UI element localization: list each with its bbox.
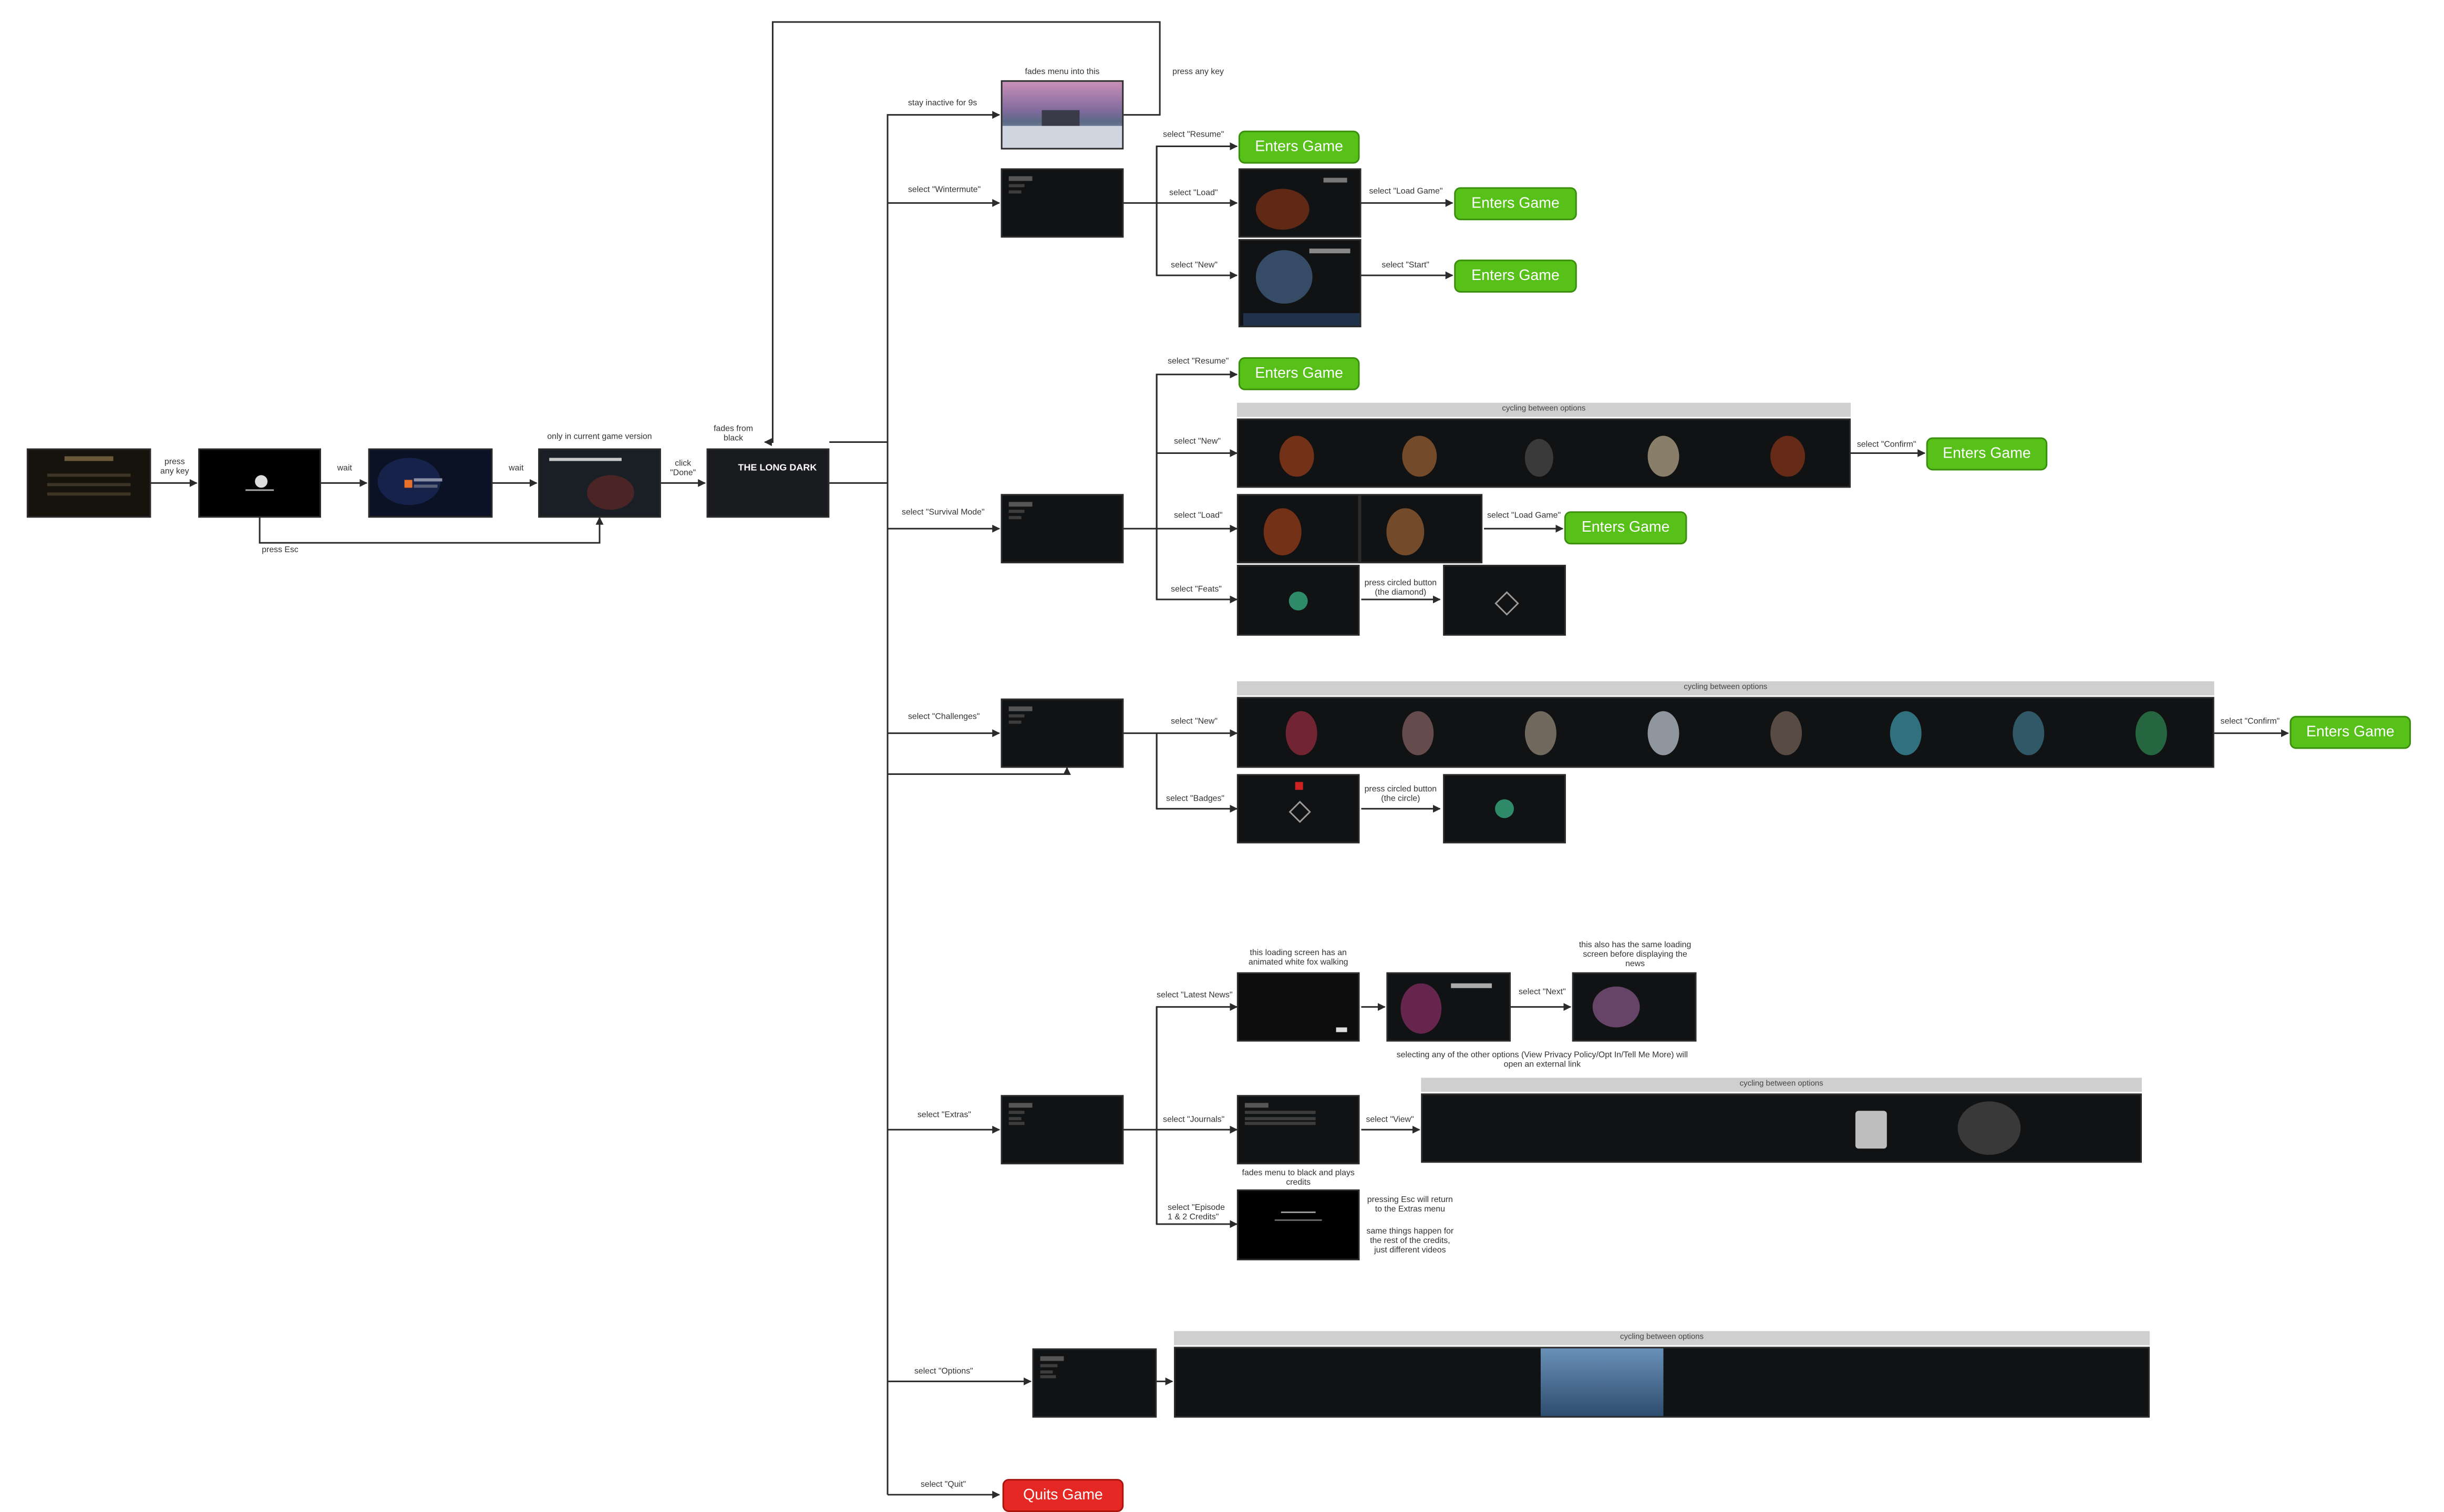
label-press-esc: press Esc xyxy=(262,546,298,556)
cycling-band-survival: cycling between options xyxy=(1236,402,1851,417)
label-s-confirm: select "Confirm" xyxy=(1857,440,1916,450)
result-enters-game-c-new: Enters Game xyxy=(2290,716,2411,749)
result-enters-game-w-load: Enters Game xyxy=(1454,187,1577,221)
label-c-new: select "New" xyxy=(1171,717,1218,727)
label-e-credits-fade: fades menu to black and plays credits xyxy=(1242,1169,1355,1188)
label-select-options: select "Options" xyxy=(914,1367,973,1377)
screenshot-e-news-2 xyxy=(1572,972,1697,1042)
label-s-load-game: select "Load Game" xyxy=(1487,511,1561,521)
label-only-current-version: only in current game version xyxy=(547,432,652,442)
label-e-same-things: same things happen for the rest of the c… xyxy=(1366,1227,1454,1256)
screenshot-e-journals-strip xyxy=(1421,1093,2142,1163)
label-press-any-key: press any key xyxy=(160,458,189,477)
label-e-view: select "View" xyxy=(1366,1115,1414,1125)
label-fades-menu-into-this: fades menu into this xyxy=(1025,67,1100,77)
label-c-badges: select "Badges" xyxy=(1166,794,1225,804)
label-select-extras: select "Extras" xyxy=(917,1111,972,1121)
screenshot-s-feats xyxy=(1236,565,1360,636)
label-select-challenges: select "Challenges" xyxy=(908,712,980,722)
label-s-new: select "New" xyxy=(1174,437,1221,447)
screenshot-wintermute-menu xyxy=(1001,168,1124,238)
line-main-trunk xyxy=(829,441,889,1495)
label-wait-2: wait xyxy=(509,464,524,474)
label-stay-inactive: stay inactive for 9s xyxy=(908,99,977,109)
label-select-quit: select "Quit" xyxy=(920,1480,966,1490)
cycling-band-options: cycling between options xyxy=(1174,1331,2150,1345)
screenshot-e-journals xyxy=(1236,1095,1360,1165)
label-e-latest-news: select "Latest News" xyxy=(1157,991,1233,1001)
screenshot-o-strip xyxy=(1174,1347,2150,1418)
result-enters-game-s-new: Enters Game xyxy=(1926,437,2048,471)
screenshot-s-load xyxy=(1236,494,1360,564)
label-fades-from-black: fades from black xyxy=(714,424,754,444)
label-s-resume: select "Resume" xyxy=(1168,357,1229,367)
screenshot-e-news-1 xyxy=(1386,972,1511,1042)
label-s-load: select "Load" xyxy=(1174,511,1223,521)
label-e-esc-return: pressing Esc will return to the Extras m… xyxy=(1367,1196,1453,1215)
screenshot-options-menu xyxy=(1032,1348,1157,1418)
result-enters-game-s-resume: Enters Game xyxy=(1238,357,1360,390)
result-enters-game-w-resume: Enters Game xyxy=(1238,130,1360,164)
screenshot-s-feats-detail xyxy=(1443,565,1566,636)
screenshot-e-loading xyxy=(1236,972,1360,1042)
screenshot-c-new-strip xyxy=(1236,697,2214,768)
screenshot-s-load-2 xyxy=(1359,494,1483,564)
label-click-done: click "Done" xyxy=(670,459,696,479)
screenshot-c-badges xyxy=(1236,774,1360,844)
label-select-wintermute: select "Wintermute" xyxy=(908,185,981,195)
label-wait-1: wait xyxy=(337,464,352,474)
label-e-same-loading: this also has the same loading screen be… xyxy=(1579,940,1692,970)
label-idle-press-any-key: press any key xyxy=(1172,67,1224,77)
screenshot-w-new xyxy=(1238,239,1362,327)
label-w-start: select "Start" xyxy=(1381,261,1430,271)
label-w-new: select "New" xyxy=(1171,261,1218,271)
arrow-esc-skip xyxy=(259,516,604,544)
screenshot-rating xyxy=(368,448,493,518)
label-e-next: select "Next" xyxy=(1518,988,1566,998)
screenshot-idle-scene xyxy=(1001,80,1124,150)
result-enters-game-s-load: Enters Game xyxy=(1564,511,1687,545)
label-e-other-options: selecting any of the other options (View… xyxy=(1396,1051,1688,1070)
arrow-challenges-back xyxy=(888,767,1071,775)
label-c-press-circled: press circled button (the circle) xyxy=(1364,785,1437,804)
screenshot-intro-warning xyxy=(26,448,151,518)
label-e-credits: select "Episode 1 & 2 Credits" xyxy=(1168,1204,1225,1223)
screenshot-update-notice xyxy=(538,448,661,518)
screenshot-extras-menu xyxy=(1001,1095,1124,1165)
screenshot-s-new-strip xyxy=(1236,418,1851,488)
screenshot-survival-menu xyxy=(1001,494,1124,564)
label-select-survival: select "Survival Mode" xyxy=(902,508,985,518)
screenshot-c-badges-detail xyxy=(1443,774,1566,844)
arrow-stay-inactive xyxy=(886,111,1001,442)
label-w-resume: select "Resume" xyxy=(1163,130,1224,140)
screenshot-title-menu: THE LONG DARK xyxy=(706,448,830,518)
title-logo-text: THE LONG DARK xyxy=(738,464,817,474)
screenshot-e-credits xyxy=(1236,1189,1360,1260)
label-s-press-circled: press circled button (the diamond) xyxy=(1364,579,1437,598)
cycling-band-extras: cycling between options xyxy=(1421,1078,2142,1092)
result-enters-game-w-start: Enters Game xyxy=(1454,260,1577,293)
screenshot-studio-logo xyxy=(198,448,321,518)
cycling-band-challenges: cycling between options xyxy=(1236,681,2214,696)
label-e-loading-note: this loading screen has an animated whit… xyxy=(1248,948,1348,968)
label-c-confirm: select "Confirm" xyxy=(2220,717,2280,727)
label-e-journals: select "Journals" xyxy=(1163,1115,1225,1125)
label-w-load-game: select "Load Game" xyxy=(1369,187,1443,197)
label-w-load: select "Load" xyxy=(1169,189,1218,199)
arrow-idle-return xyxy=(764,21,1161,447)
arrow-e-news xyxy=(1156,1003,1238,1130)
label-s-feats: select "Feats" xyxy=(1171,585,1222,595)
result-quits-game: Quits Game xyxy=(1002,1479,1124,1512)
screenshot-challenges-menu xyxy=(1001,698,1124,768)
arrow-s-resume xyxy=(1156,370,1238,529)
screenshot-w-load xyxy=(1238,168,1362,238)
